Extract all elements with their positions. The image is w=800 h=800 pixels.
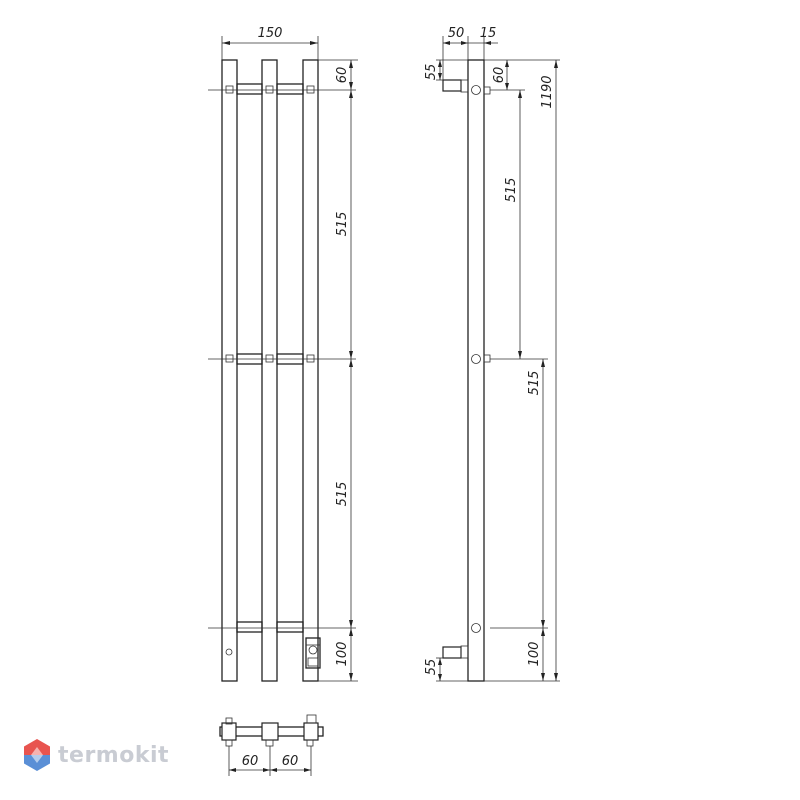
side-middle-bracket [471, 354, 491, 364]
front-upper-span-label: 515 [335, 212, 350, 237]
hexagon-logo-icon [24, 739, 50, 771]
front-top-label: 60 [335, 67, 350, 84]
front-bottom-connector [208, 621, 356, 633]
side-top-dimensions: 50 15 [442, 26, 498, 80]
side-right-dimensions: 60 515 515 100 1190 [484, 59, 560, 682]
drain-hole [225, 648, 233, 656]
side-top-gap-label: 55 [424, 64, 439, 81]
side-left-dimensions: 55 55 [424, 59, 468, 682]
front-tube-right [302, 59, 319, 682]
side-upper-span-label: 515 [504, 178, 519, 203]
brand-logo: termokit [22, 738, 169, 772]
front-top-connector [208, 83, 356, 95]
side-top-bracket [442, 79, 491, 95]
terminal-box [305, 637, 321, 669]
brand-logo-text: termokit [58, 742, 170, 768]
front-vertical-dimensions: 60 515 515 100 [318, 59, 358, 682]
side-offset-label: 50 [448, 26, 465, 41]
side-lower-span-label: 515 [527, 371, 542, 396]
side-bottom-gap-label: 55 [424, 659, 439, 676]
side-view: 50 15 55 55 60 [424, 26, 560, 682]
front-bottom-label: 100 [335, 642, 350, 667]
bottom-left-spacing-label: 60 [242, 754, 259, 769]
side-tube [467, 59, 485, 682]
front-lower-span-label: 515 [335, 482, 350, 507]
side-total-label: 1190 [540, 75, 555, 108]
bottom-right-spacing-label: 60 [282, 754, 299, 769]
side-top-label: 60 [492, 67, 507, 84]
front-view: 150 60 515 515 100 [208, 26, 358, 682]
front-tube-middle [261, 59, 278, 682]
bottom-view: 60 60 [219, 714, 324, 776]
side-bottom-bracket [442, 623, 481, 659]
front-width-label: 150 [258, 26, 283, 41]
front-width-dimension: 150 [221, 26, 319, 60]
front-middle-connector [208, 353, 356, 365]
front-tube-left [221, 59, 238, 682]
side-bottom-label: 100 [527, 642, 542, 667]
side-tube-label: 15 [480, 26, 497, 41]
